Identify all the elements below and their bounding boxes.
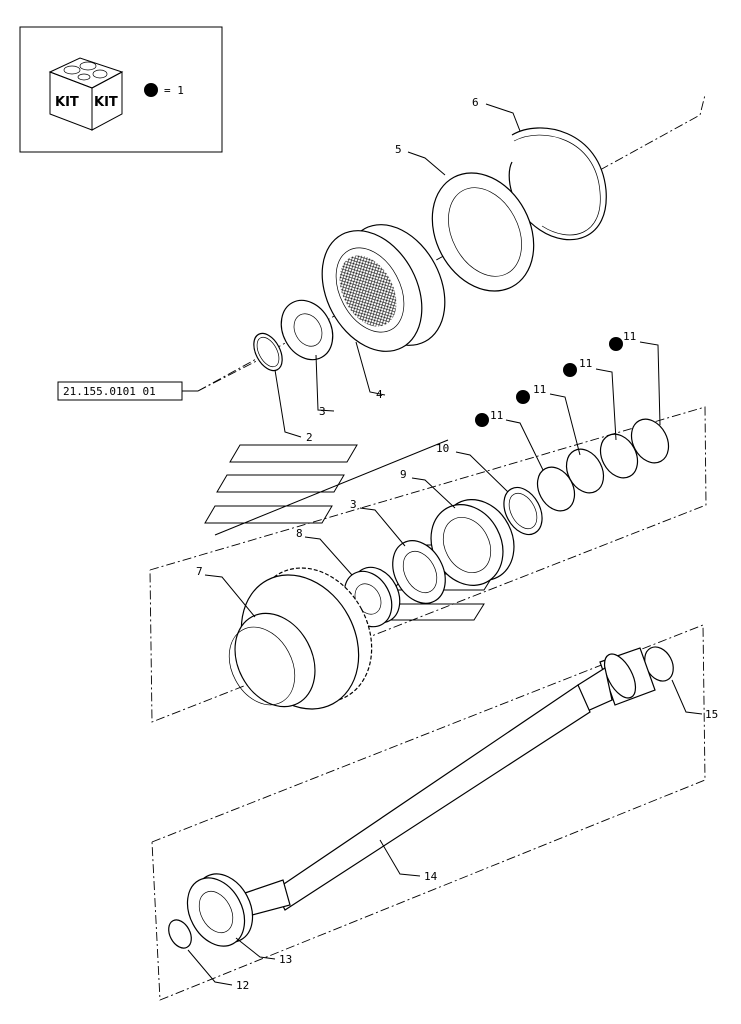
reference-label: 21.155.0101 01 bbox=[63, 385, 156, 398]
reference-box: 21.155.0101 01 bbox=[57, 381, 198, 401]
clutch-drum-part bbox=[321, 224, 446, 352]
callout-13: 13 bbox=[279, 953, 292, 966]
callout-2: 2 bbox=[306, 431, 313, 444]
shim-rings bbox=[536, 418, 670, 512]
kit-dot-icon bbox=[475, 413, 489, 427]
callout-11-a: 11 bbox=[623, 330, 636, 343]
leader-lines bbox=[187, 103, 703, 986]
callout-9: 9 bbox=[400, 468, 407, 481]
snap-ring-part bbox=[508, 127, 607, 241]
callout-14: 14 bbox=[424, 870, 438, 883]
retaining-ring-part bbox=[253, 332, 283, 372]
spacer-ring-part bbox=[503, 486, 543, 536]
kit-text-right: KIT bbox=[94, 95, 118, 110]
kit-legend: KIT KIT = 1 bbox=[19, 26, 223, 153]
callout-7: 7 bbox=[196, 565, 203, 578]
callout-6: 6 bbox=[472, 96, 479, 109]
kit-dot-meaning: = 1 bbox=[164, 84, 184, 97]
callout-11-b: 11 bbox=[579, 357, 592, 370]
washer-part-upper bbox=[280, 299, 334, 361]
large-gear-part bbox=[228, 567, 373, 710]
callout-15: 15 bbox=[705, 708, 718, 721]
shaft-retaining-ring-part bbox=[168, 919, 192, 949]
callout-11-c: 11 bbox=[533, 383, 546, 396]
kit-text-left: KIT bbox=[55, 95, 79, 110]
bearing-part bbox=[430, 499, 515, 586]
callout-3-lower: 3 bbox=[350, 498, 357, 511]
kit-dot-icon bbox=[563, 363, 577, 377]
kit-box-icon: KIT KIT bbox=[48, 57, 124, 131]
output-shaft-part bbox=[244, 647, 656, 916]
callout-labels: 6 5 4 3 2 11 11 11 11 10 9 3 8 7 15 14 1… bbox=[196, 96, 718, 992]
callout-11-d: 11 bbox=[490, 409, 503, 422]
shaft-bearing-part bbox=[186, 873, 254, 947]
callout-12: 12 bbox=[236, 979, 249, 992]
callout-10: 10 bbox=[436, 442, 449, 455]
kit-dot-icon bbox=[144, 83, 158, 97]
kit-markers bbox=[475, 337, 623, 427]
callout-3-upper: 3 bbox=[319, 405, 326, 418]
callout-5: 5 bbox=[395, 143, 402, 156]
callout-8: 8 bbox=[296, 527, 303, 540]
callout-4: 4 bbox=[376, 388, 383, 401]
kit-dot-icon bbox=[516, 390, 530, 404]
friction-plate-part bbox=[431, 172, 535, 292]
washer-part-lower bbox=[392, 540, 446, 604]
kit-dot-icon bbox=[609, 337, 623, 351]
